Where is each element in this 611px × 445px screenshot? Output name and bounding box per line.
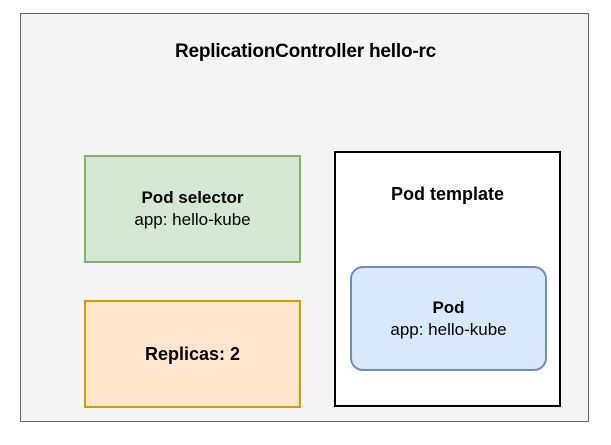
replicas-box: Replicas: 2 bbox=[84, 300, 301, 408]
replication-controller-title: ReplicationController hello-rc bbox=[174, 41, 437, 62]
pod-label: app: hello-kube bbox=[390, 319, 507, 339]
pod-template-title: Pod template bbox=[390, 184, 505, 204]
pod-selector-box: Pod selector app: hello-kube bbox=[84, 155, 301, 263]
pod-selector-title: Pod selector bbox=[141, 188, 244, 207]
replicas-label: Replicas: 2 bbox=[144, 343, 241, 364]
pod-selector-label: app: hello-kube bbox=[134, 210, 251, 229]
replication-controller-box: ReplicationController hello-rc Pod selec… bbox=[20, 13, 589, 422]
pod-box: Pod app: hello-kube bbox=[350, 266, 547, 371]
pod-title: Pod bbox=[432, 297, 465, 317]
pod-template-box: Pod template Pod app: hello-kube bbox=[334, 151, 561, 407]
